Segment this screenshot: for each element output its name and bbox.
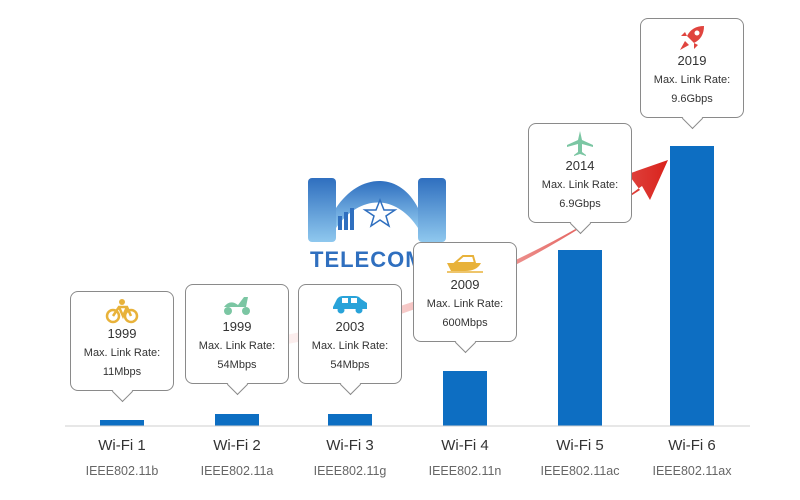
release-year: 2003 [335,319,365,334]
speedboat-icon [414,247,516,277]
rate-label: Max. Link Rate: [198,340,276,352]
rate-value: 54Mbps [217,359,257,371]
standard-label: IEEE802.11ac [540,464,620,478]
airplane-icon [529,128,631,158]
category-label: Wi-Fi 4 [441,437,489,454]
rate-value: 54Mbps [330,359,370,371]
rate-label: Max. Link Rate: [541,179,619,191]
rate-label: Max. Link Rate: [426,298,504,310]
standard-label: IEEE802.11n [428,464,502,478]
release-year: 1999 [107,326,137,341]
release-year: 2014 [565,158,595,173]
scooter-icon [186,289,288,319]
release-year: 1999 [222,319,252,334]
release-year: 2009 [450,277,480,292]
bar-wi-fi-3 [328,414,372,426]
category-label: Wi-Fi 2 [213,437,261,454]
rate-value: 600Mbps [442,317,488,329]
rate-label: Max. Link Rate: [311,340,389,352]
rate-value: 6.9Gbps [559,198,601,210]
rocket-icon [641,23,743,53]
standard-label: IEEE802.11g [313,464,387,478]
standard-label: IEEE802.11ax [652,464,732,478]
standard-label: IEEE802.11a [200,464,274,478]
bicycle-icon [71,296,173,326]
rate-label: Max. Link Rate: [83,347,161,359]
standard-label: IEEE802.11b [85,464,159,478]
bar-wi-fi-2 [215,414,259,426]
bar-wi-fi-1 [100,420,144,426]
release-year: 2019 [677,53,707,68]
rate-value: 9.6Gbps [671,93,713,105]
bar-group [100,146,714,426]
car-icon [299,289,401,319]
bar-wi-fi-4 [443,371,487,426]
rate-value: 11Mbps [102,366,142,378]
telecom-logo [300,178,480,278]
bar-wi-fi-5 [558,250,602,426]
logo-graphic [308,178,446,242]
logo-text: TELECOM [310,247,425,272]
category-label: Wi-Fi 6 [668,437,716,454]
bar-wi-fi-6 [670,146,714,426]
category-label: Wi-Fi 3 [326,437,374,454]
rate-label: Max. Link Rate: [653,74,731,86]
category-label: Wi-Fi 5 [556,437,604,454]
category-label: Wi-Fi 1 [98,437,146,454]
